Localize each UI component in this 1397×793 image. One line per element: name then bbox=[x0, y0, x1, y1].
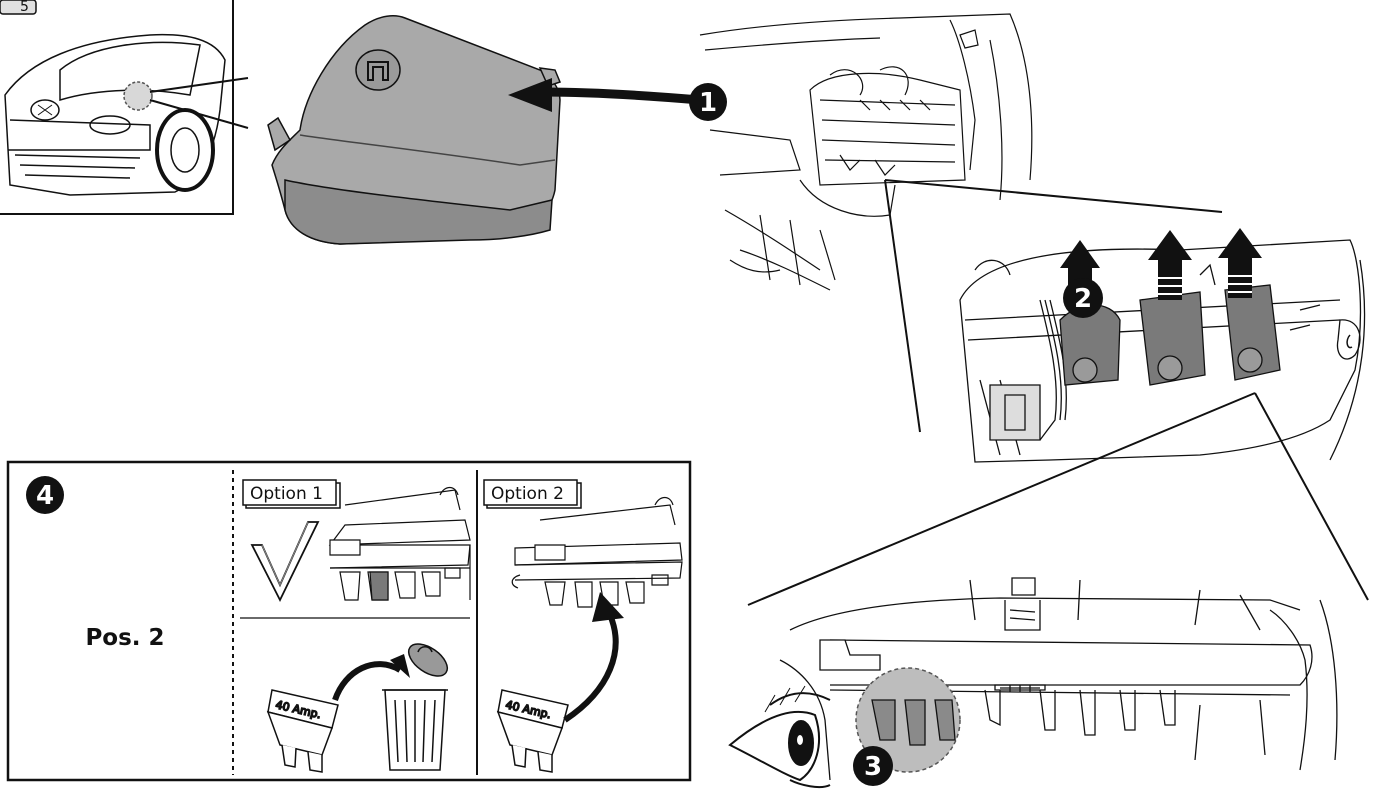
option-1-label: Option 1 bbox=[250, 484, 323, 504]
car-front-icon bbox=[5, 35, 225, 195]
svg-text:3: 3 bbox=[864, 752, 882, 782]
step-2-badge: 2 bbox=[1063, 278, 1103, 318]
car-inset: 5 bbox=[0, 0, 248, 214]
step-3-badge: 3 bbox=[853, 746, 893, 786]
svg-text:1: 1 bbox=[699, 88, 717, 118]
eye-icon bbox=[730, 686, 830, 787]
corner-badge: 5 bbox=[20, 0, 29, 15]
svg-text:2: 2 bbox=[1074, 284, 1092, 314]
fuse-location-marker bbox=[124, 82, 152, 110]
position-label: Pos. 2 bbox=[85, 625, 164, 651]
engine-bay-illustration bbox=[700, 14, 1032, 290]
option-2-label: Option 2 bbox=[491, 484, 564, 504]
svg-text:4: 4 bbox=[36, 481, 54, 511]
step-4-badge: 4 bbox=[26, 476, 64, 514]
step-1-badge: 1 bbox=[689, 83, 727, 121]
fuse-box-cover-icon bbox=[268, 16, 560, 244]
step-4-panel: 4 Pos. 2 Option 1 bbox=[8, 462, 690, 780]
